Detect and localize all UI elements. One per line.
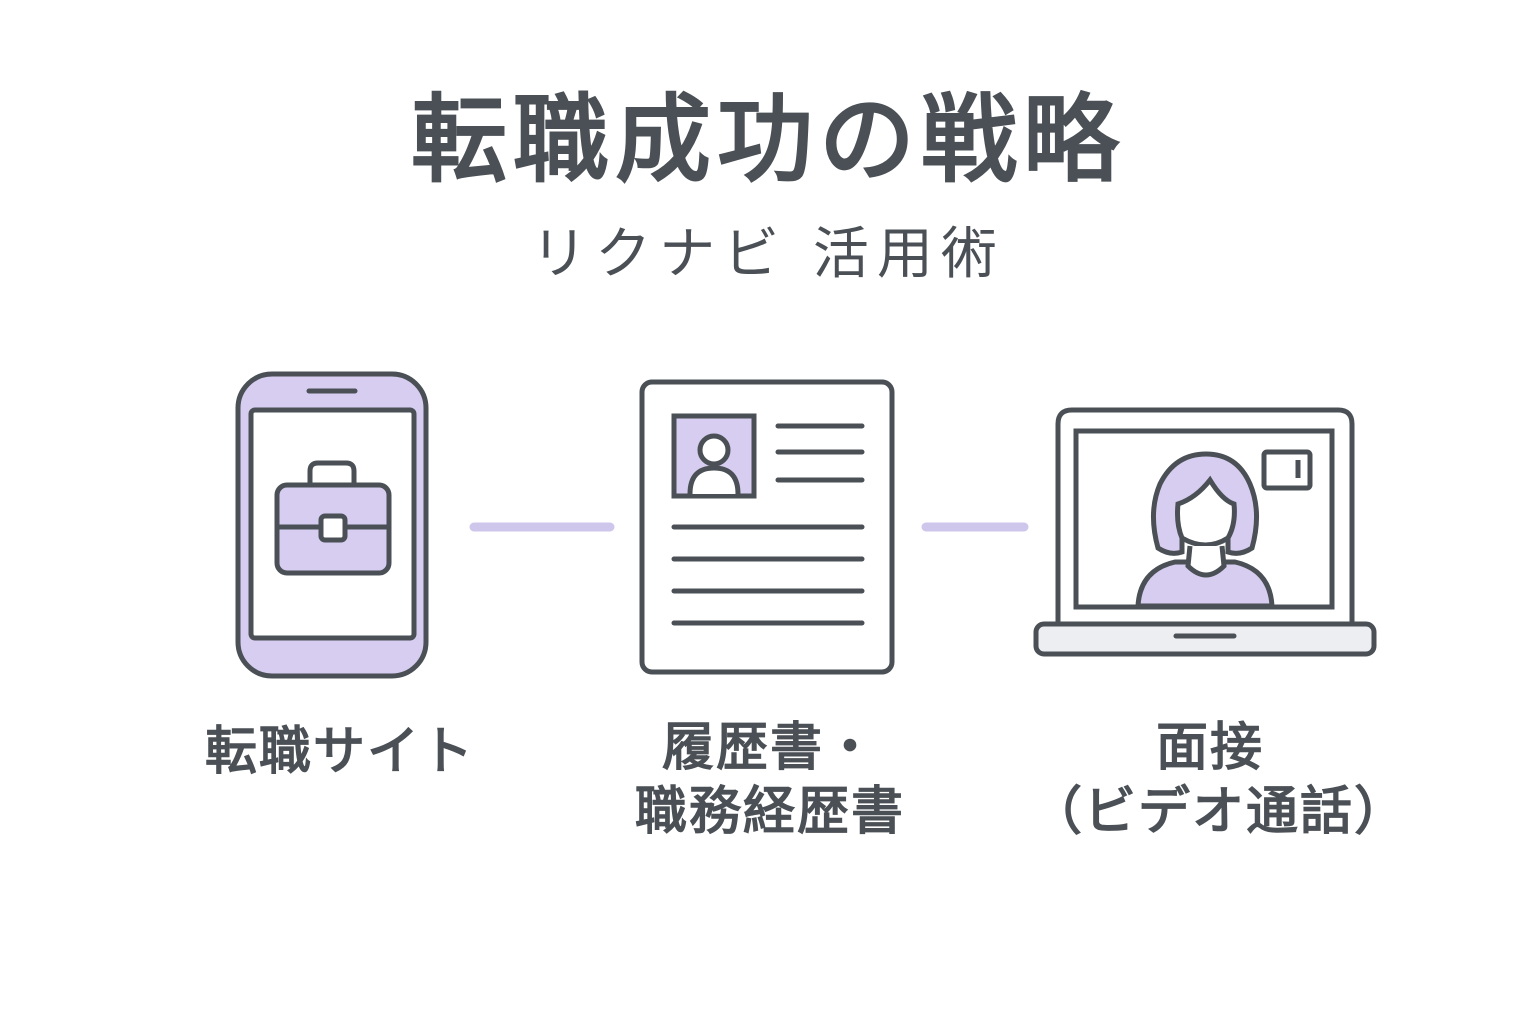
step-label-job-site: 転職サイト: [170, 720, 510, 784]
laptop-video-call-icon: [1033, 407, 1377, 657]
step-label-resume: 履歴書・ 職務経歴書: [590, 716, 950, 844]
profile-photo-icon: [671, 413, 757, 499]
briefcase-icon: [274, 460, 392, 576]
diagram-title: 転職成功の戦略: [411, 84, 1125, 196]
step-label-line: （ビデオ通話）: [1030, 782, 1409, 842]
smartphone-briefcase-icon: [235, 371, 429, 679]
step-label-line: 面接: [1155, 718, 1264, 778]
person-avatar-icon: [1135, 451, 1275, 609]
step-label-line: 職務経歴書: [634, 782, 905, 842]
camera-window-icon: [1261, 449, 1313, 491]
resume-document-icon: [639, 379, 895, 675]
step-label-line: 履歴書・: [661, 718, 878, 778]
diagram-subtitle: リクナビ 活用術: [531, 222, 1005, 287]
step-label-interview: 面接 （ビデオ通話）: [1030, 716, 1409, 844]
step-label-line: 転職サイト: [204, 722, 475, 782]
